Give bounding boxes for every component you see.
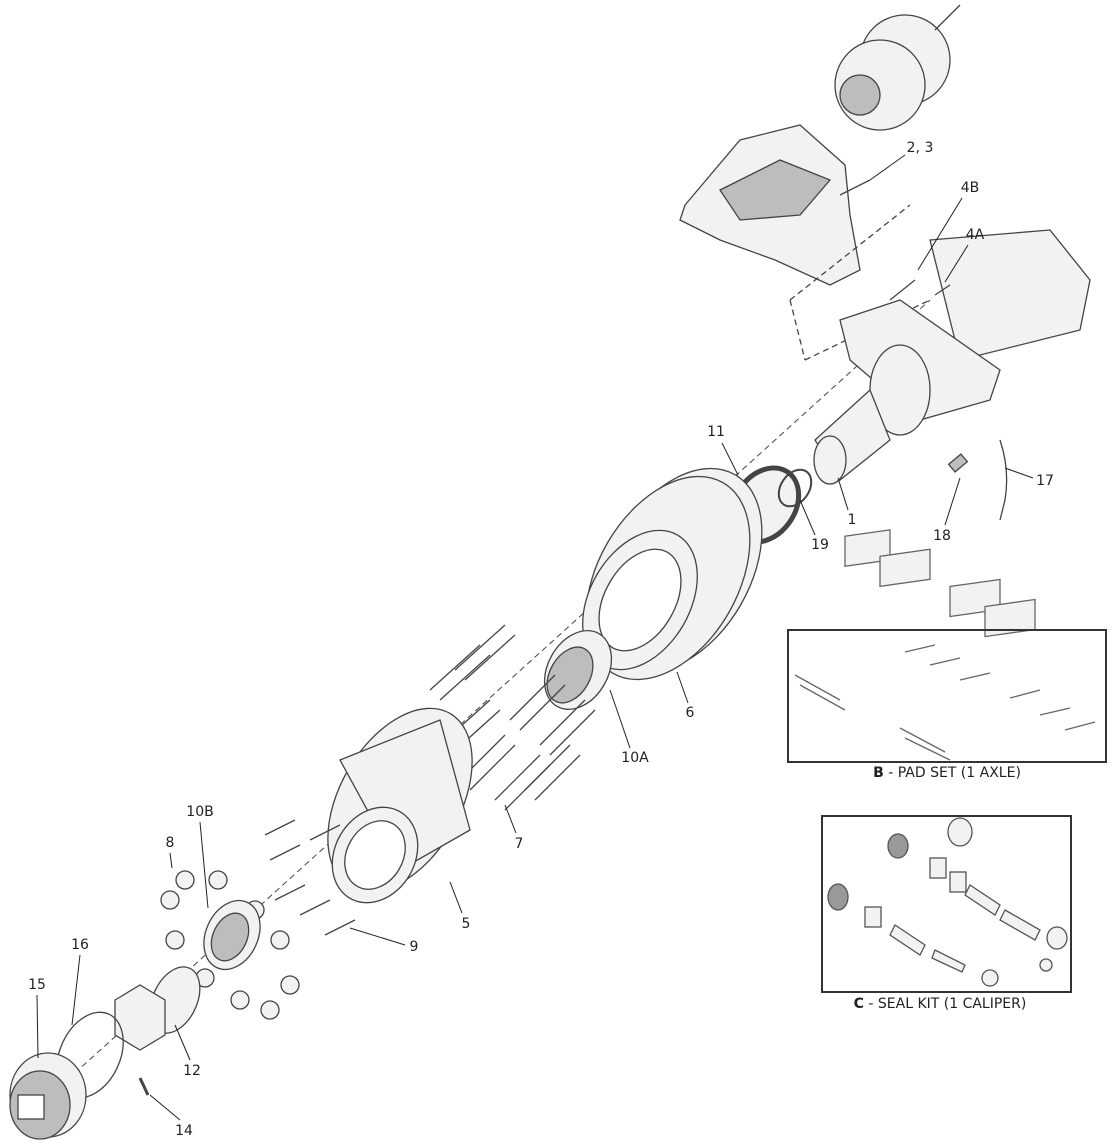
wheel-studs xyxy=(429,624,596,811)
callout-12: 12 xyxy=(183,1063,201,1079)
pad-set-caption: B - PAD SET (1 AXLE) xyxy=(873,765,1021,781)
pad-set-illustration xyxy=(794,529,1096,761)
seal-kit-box xyxy=(821,815,1072,993)
axis-centerline xyxy=(44,299,931,1101)
hub-cap-15 xyxy=(9,1052,87,1140)
bearing-10a xyxy=(543,630,613,710)
bearing-10b xyxy=(203,899,261,971)
callout-5: 5 xyxy=(461,916,471,932)
callout-7: 7 xyxy=(514,836,524,852)
brake-disc xyxy=(582,467,763,681)
callout-10b: 10B xyxy=(186,804,214,820)
callout-1: 1 xyxy=(847,512,857,528)
cotter-pin-14 xyxy=(138,1077,150,1096)
callout-14: 14 xyxy=(175,1123,193,1139)
ring-19 xyxy=(777,468,813,508)
callout-2-3: 2, 3 xyxy=(906,140,934,156)
callout-6: 6 xyxy=(685,705,695,721)
pad-set-box xyxy=(787,629,1107,763)
callout-18: 18 xyxy=(933,528,951,544)
callout-4a: 4A xyxy=(965,227,985,243)
callout-15: 15 xyxy=(28,977,46,993)
callout-10a: 10A xyxy=(621,750,649,766)
seal-kit-illustration xyxy=(827,817,1068,987)
seal-kit-caption: C - SEAL KIT (1 CALIPER) xyxy=(854,996,1027,1012)
callout-9: 9 xyxy=(409,939,419,955)
callout-19: 19 xyxy=(811,537,829,553)
callout-4b: 4B xyxy=(960,180,980,196)
pad-set-letter: B xyxy=(873,765,884,781)
callout-17: 17 xyxy=(1036,473,1054,489)
callout-16: 16 xyxy=(71,937,89,953)
callout-8: 8 xyxy=(165,835,175,851)
hub xyxy=(327,707,473,904)
caliper xyxy=(679,124,931,361)
axle-nut xyxy=(114,984,166,1051)
seal-kit-letter: C xyxy=(853,996,864,1012)
axle-spindle xyxy=(813,229,1091,485)
pad-set-text: - PAD SET (1 AXLE) xyxy=(883,765,1021,781)
brake-chamber xyxy=(834,4,961,131)
callout-11: 11 xyxy=(707,424,725,440)
wear-sensor xyxy=(947,439,1008,521)
seal-kit-text: - SEAL KIT (1 CALIPER) xyxy=(863,996,1027,1012)
leader-lines xyxy=(36,154,1034,1121)
